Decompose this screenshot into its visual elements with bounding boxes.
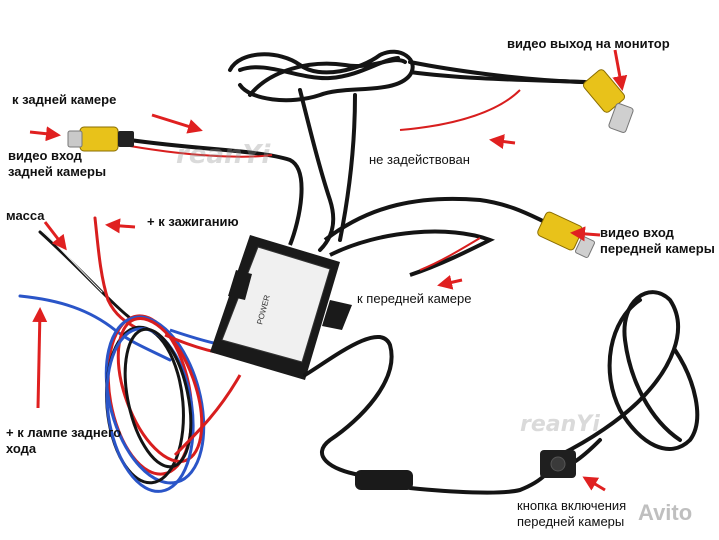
- top-cable-coil: [228, 49, 612, 252]
- arrow-front-camera: [437, 275, 463, 290]
- label-not-used: не задействован: [369, 152, 470, 167]
- arrow-rear-camera: [151, 113, 203, 134]
- brand-watermark-top: reanYi: [176, 140, 271, 170]
- avito-watermark: Avito: [638, 500, 693, 525]
- arrow-ground: [43, 221, 67, 251]
- label-video-in-rear-camera: видео вход задней камеры: [8, 148, 107, 179]
- switcher-control-box: POWER: [210, 235, 352, 380]
- front-button-cable: [303, 290, 700, 495]
- inline-connector: [355, 470, 413, 490]
- arrow-not-used: [489, 134, 516, 149]
- label-ground: масса: [6, 208, 45, 223]
- left-power-wires: [18, 216, 172, 362]
- arrow-front-button: [582, 476, 606, 492]
- brand-watermark-bottom: reanYi: [520, 412, 600, 437]
- annotation-arrows: [29, 49, 628, 492]
- arrow-rear-camera-input: [29, 126, 61, 142]
- arrow-front-camera-input: [570, 226, 601, 242]
- label-to-ignition: + к зажиганию: [147, 214, 239, 229]
- rear-camera-rca-cable: [67, 126, 304, 246]
- monitor-output-rca: [399, 69, 634, 133]
- label-video-in-front-camera: видео вход передней камеры: [600, 225, 715, 256]
- label-to-front-camera: к передней камере: [357, 291, 472, 306]
- label-to-rear-camera: к задней камере: [12, 92, 117, 107]
- arrow-reverse-lamp: [32, 307, 48, 409]
- front-camera-input-rca: [323, 196, 595, 277]
- label-video-out-monitor: видео выход на монитор: [507, 36, 670, 51]
- arrow-monitor-output: [612, 49, 628, 91]
- label-to-reverse-lamp: + к лампе заднего хода: [6, 425, 122, 456]
- arrow-ignition: [105, 218, 136, 234]
- label-front-camera-button: кнопка включения передней камеры: [517, 498, 627, 529]
